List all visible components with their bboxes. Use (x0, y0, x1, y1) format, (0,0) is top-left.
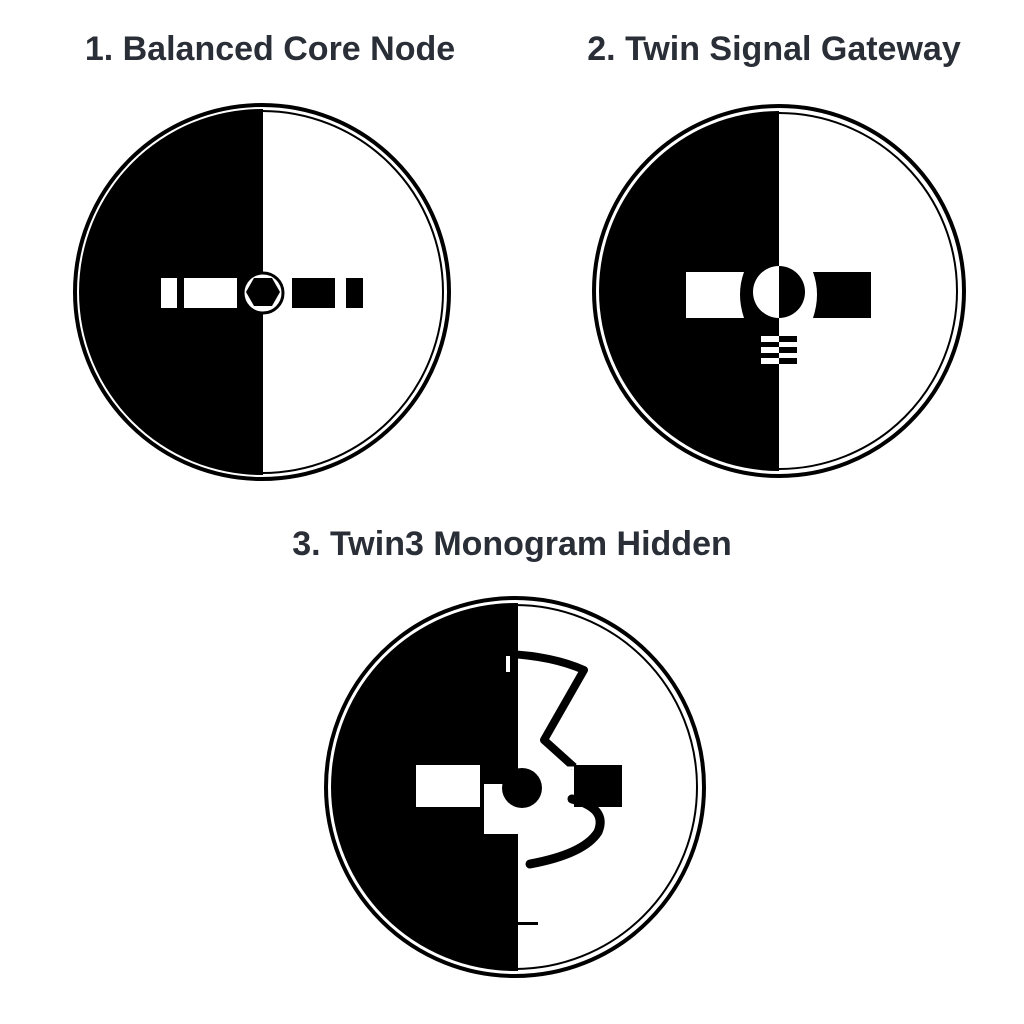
twin3-monogram-logo (324, 596, 706, 978)
logo-title-balanced-core-node: 1. Balanced Core Node (84, 30, 456, 68)
twin-signal-gateway-logo (592, 104, 966, 478)
balanced-core-node-logo (73, 103, 451, 481)
logo-title-twin-signal-gateway: 2. Twin Signal Gateway (587, 30, 961, 68)
logo-title-twin3-monogram-hidden: 3. Twin3 Monogram Hidden (292, 525, 732, 563)
